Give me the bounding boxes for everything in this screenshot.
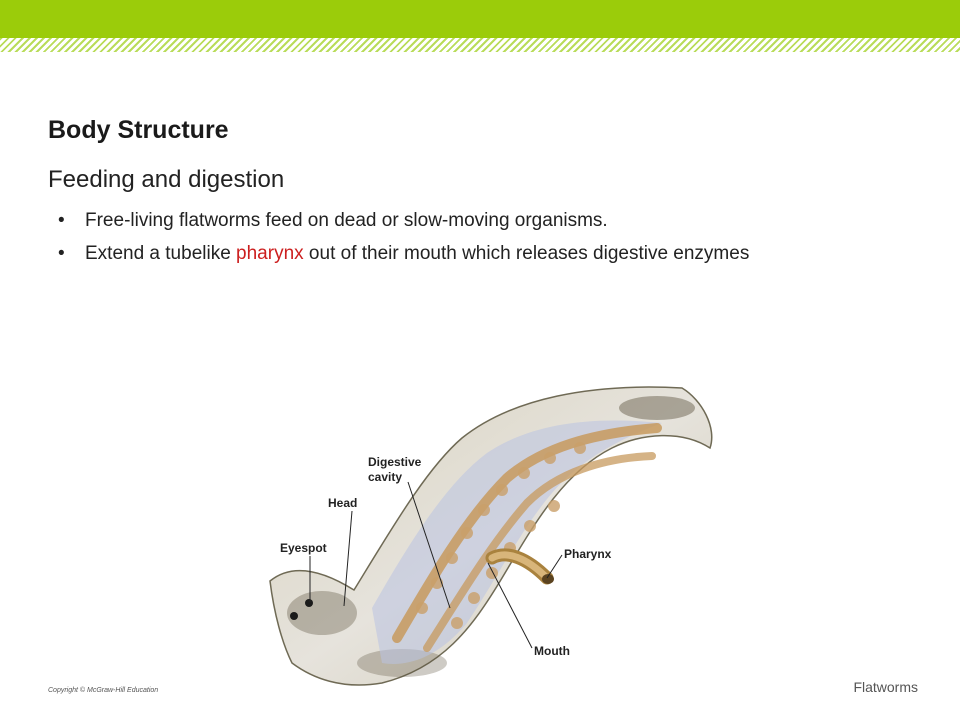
header-hatch-stripe <box>0 38 960 52</box>
bullet-dot: • <box>58 243 65 264</box>
slide-title: Body Structure <box>48 116 229 144</box>
bullet-text: Free-living flatworms feed on dead or sl… <box>85 210 608 231</box>
pigment-patch <box>619 396 695 420</box>
highlight-term-pharynx: pharynx <box>236 243 304 264</box>
label-head: Head <box>328 496 357 510</box>
copyright-notice: Copyright © McGraw-Hill Education <box>48 687 159 694</box>
label-digestive-cavity-1: Digestive <box>368 455 422 469</box>
label-mouth: Mouth <box>534 644 570 658</box>
slide-subtitle: Feeding and digestion <box>48 166 285 193</box>
label-pharynx: Pharynx <box>564 547 612 561</box>
flatworm-illustration: Digestive cavity Head Eyespot Pharynx Mo… <box>262 378 722 708</box>
footer-topic: Flatworms <box>853 679 918 695</box>
bullet-dot: • <box>58 210 65 231</box>
bullet-item: • Extend a tubelike pharynx out of their… <box>48 241 848 267</box>
header-accent-bar <box>0 0 960 38</box>
label-eyespot: Eyespot <box>280 541 327 555</box>
bullet-text-before: Extend a tubelike <box>85 243 237 264</box>
gut-branch <box>423 452 656 652</box>
bullet-item: • Free-living flatworms feed on dead or … <box>48 208 848 234</box>
bullet-list: • Free-living flatworms feed on dead or … <box>48 208 848 274</box>
bullet-text-after: out of their mouth which releases digest… <box>303 243 750 264</box>
eyespot-left <box>290 612 298 620</box>
eyespot-right <box>305 599 313 607</box>
label-digestive-cavity-2: cavity <box>368 470 402 484</box>
gut-branch <box>392 423 662 643</box>
digestive-cavity-band <box>372 420 662 664</box>
pigment-patch <box>287 591 357 635</box>
